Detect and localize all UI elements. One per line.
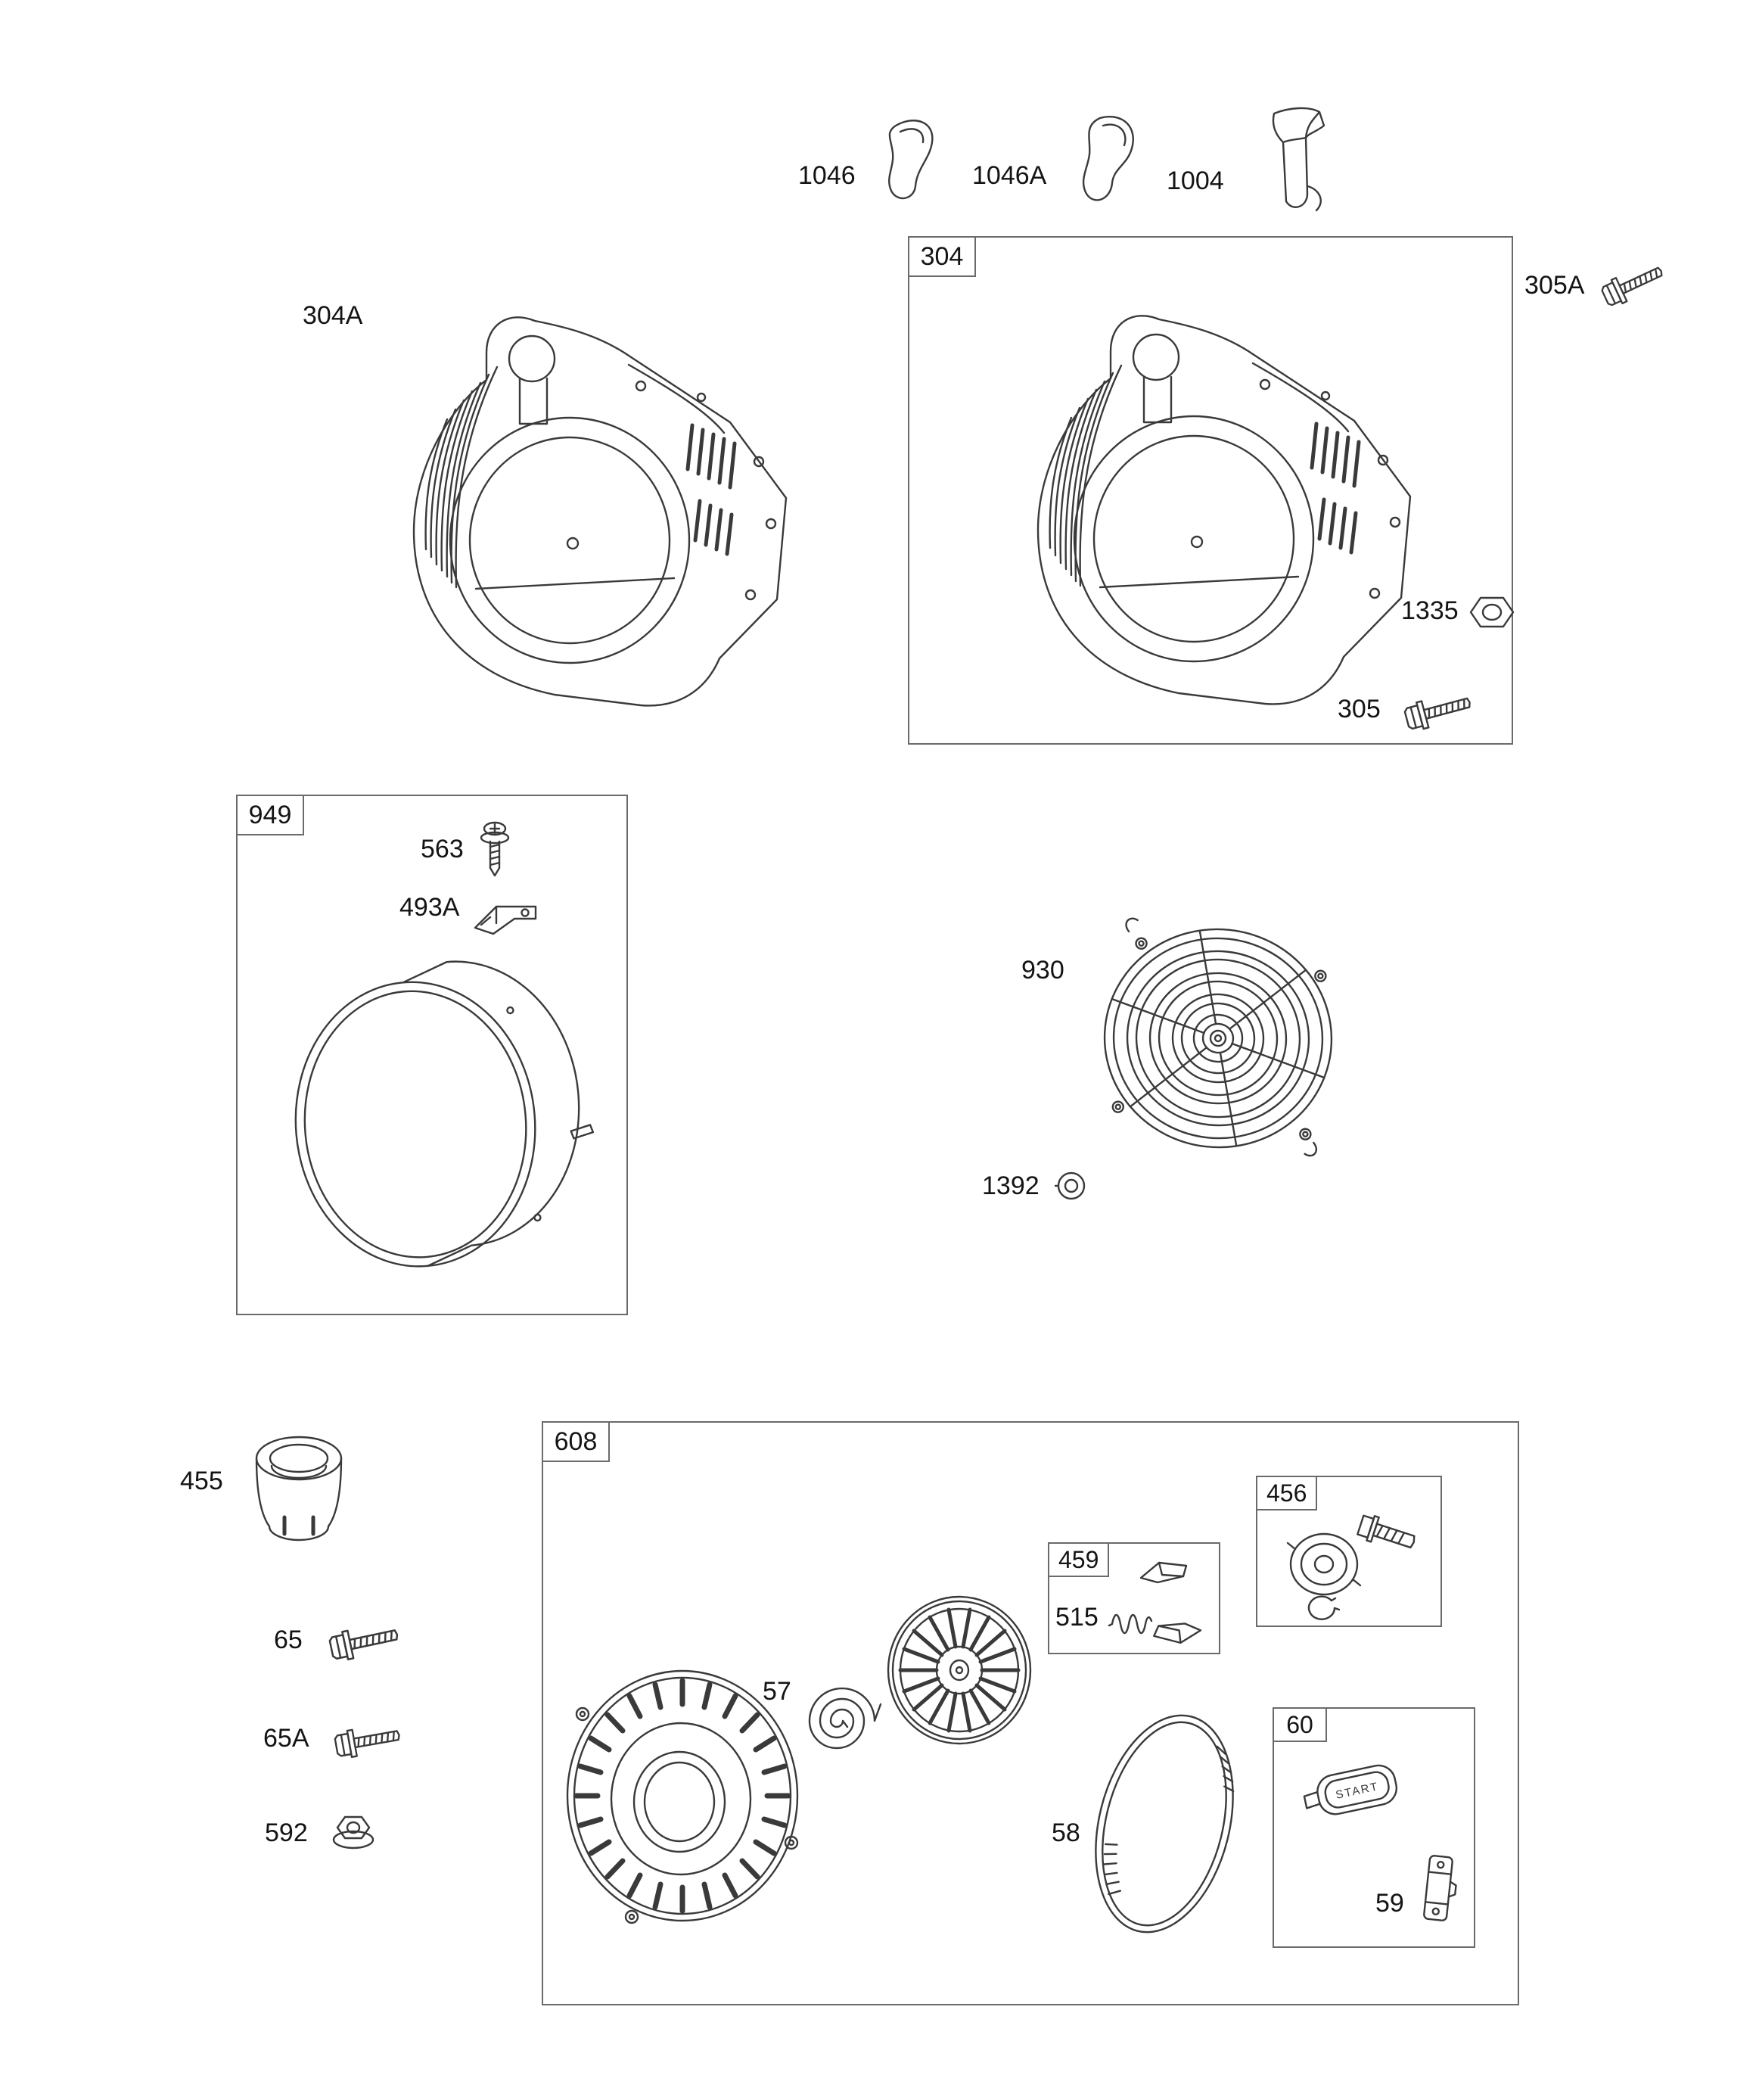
seal-1046A-drawing xyxy=(1082,116,1134,201)
group-box-60: 60 xyxy=(1273,1707,1475,1948)
nut-1335-drawing xyxy=(1469,596,1515,628)
blower-housing-cover-949-drawing xyxy=(294,960,595,1268)
callout-305: 305 xyxy=(1338,695,1381,723)
callout-58: 58 xyxy=(1052,1818,1080,1847)
bolt-65A-drawing xyxy=(328,1712,409,1769)
group-box-608: 608 xyxy=(542,1421,1519,2005)
pawl-1-drawing xyxy=(1139,1561,1188,1584)
handle-start-text: START xyxy=(1335,1780,1380,1802)
bolt-305A-drawing xyxy=(1592,248,1676,320)
fan-guard-930-drawing xyxy=(1103,917,1333,1157)
blower-housing-304-drawing xyxy=(999,272,1453,726)
recoil-spring-57-drawing xyxy=(808,1687,882,1750)
callout-493A: 493A xyxy=(399,893,460,922)
callout-515: 515 xyxy=(1055,1603,1099,1632)
pawl-2-drawing xyxy=(1153,1622,1202,1644)
callout-59: 59 xyxy=(1375,1889,1404,1918)
group-label-608: 608 xyxy=(543,1423,610,1462)
group-box-459: 459 xyxy=(1048,1542,1220,1654)
blower-housing-304A-drawing xyxy=(374,274,828,728)
bracket-493A-drawing xyxy=(474,905,537,935)
callout-1335: 1335 xyxy=(1401,596,1459,625)
callout-455: 455 xyxy=(180,1467,223,1495)
callout-304A: 304A xyxy=(303,301,363,330)
starter-handle-60-drawing: START xyxy=(1303,1764,1398,1815)
starter-clutch-456-drawing xyxy=(1286,1514,1416,1620)
starter-rope-58-drawing xyxy=(1095,1714,1235,1934)
group-box-304: 304 xyxy=(908,236,1513,745)
callout-65A: 65A xyxy=(263,1724,309,1753)
callout-563: 563 xyxy=(421,835,464,863)
group-label-456: 456 xyxy=(1257,1477,1318,1510)
bushing-455-drawing xyxy=(255,1436,343,1542)
group-label-949: 949 xyxy=(238,796,304,835)
callout-592: 592 xyxy=(265,1818,308,1847)
callout-1046A: 1046A xyxy=(972,161,1047,190)
callout-65: 65 xyxy=(274,1626,303,1654)
callout-1046: 1046 xyxy=(798,161,856,190)
flange-nut-592-drawing xyxy=(332,1815,374,1850)
group-label-459: 459 xyxy=(1049,1544,1110,1577)
group-label-60: 60 xyxy=(1274,1709,1327,1742)
screw-563-drawing xyxy=(480,821,510,877)
callout-930: 930 xyxy=(1021,956,1064,985)
rope-guide-59-drawing xyxy=(1423,1855,1457,1921)
group-box-456: 456 xyxy=(1256,1476,1442,1627)
callout-305A: 305A xyxy=(1524,271,1585,300)
callout-57: 57 xyxy=(763,1677,791,1706)
starter-housing-drawing xyxy=(566,1669,799,1924)
group-label-304: 304 xyxy=(909,238,976,277)
pawl-spring-515-drawing xyxy=(1108,1613,1153,1635)
bolt-65-drawing xyxy=(322,1610,409,1672)
seal-1046-drawing xyxy=(888,120,934,200)
grommet-1392-drawing xyxy=(1054,1171,1086,1200)
group-box-949: 949 xyxy=(236,795,628,1315)
starter-pulley-drawing xyxy=(887,1595,1032,1745)
callout-1004: 1004 xyxy=(1167,166,1224,195)
deflector-1004-drawing xyxy=(1272,107,1325,212)
callout-1392: 1392 xyxy=(982,1171,1040,1200)
